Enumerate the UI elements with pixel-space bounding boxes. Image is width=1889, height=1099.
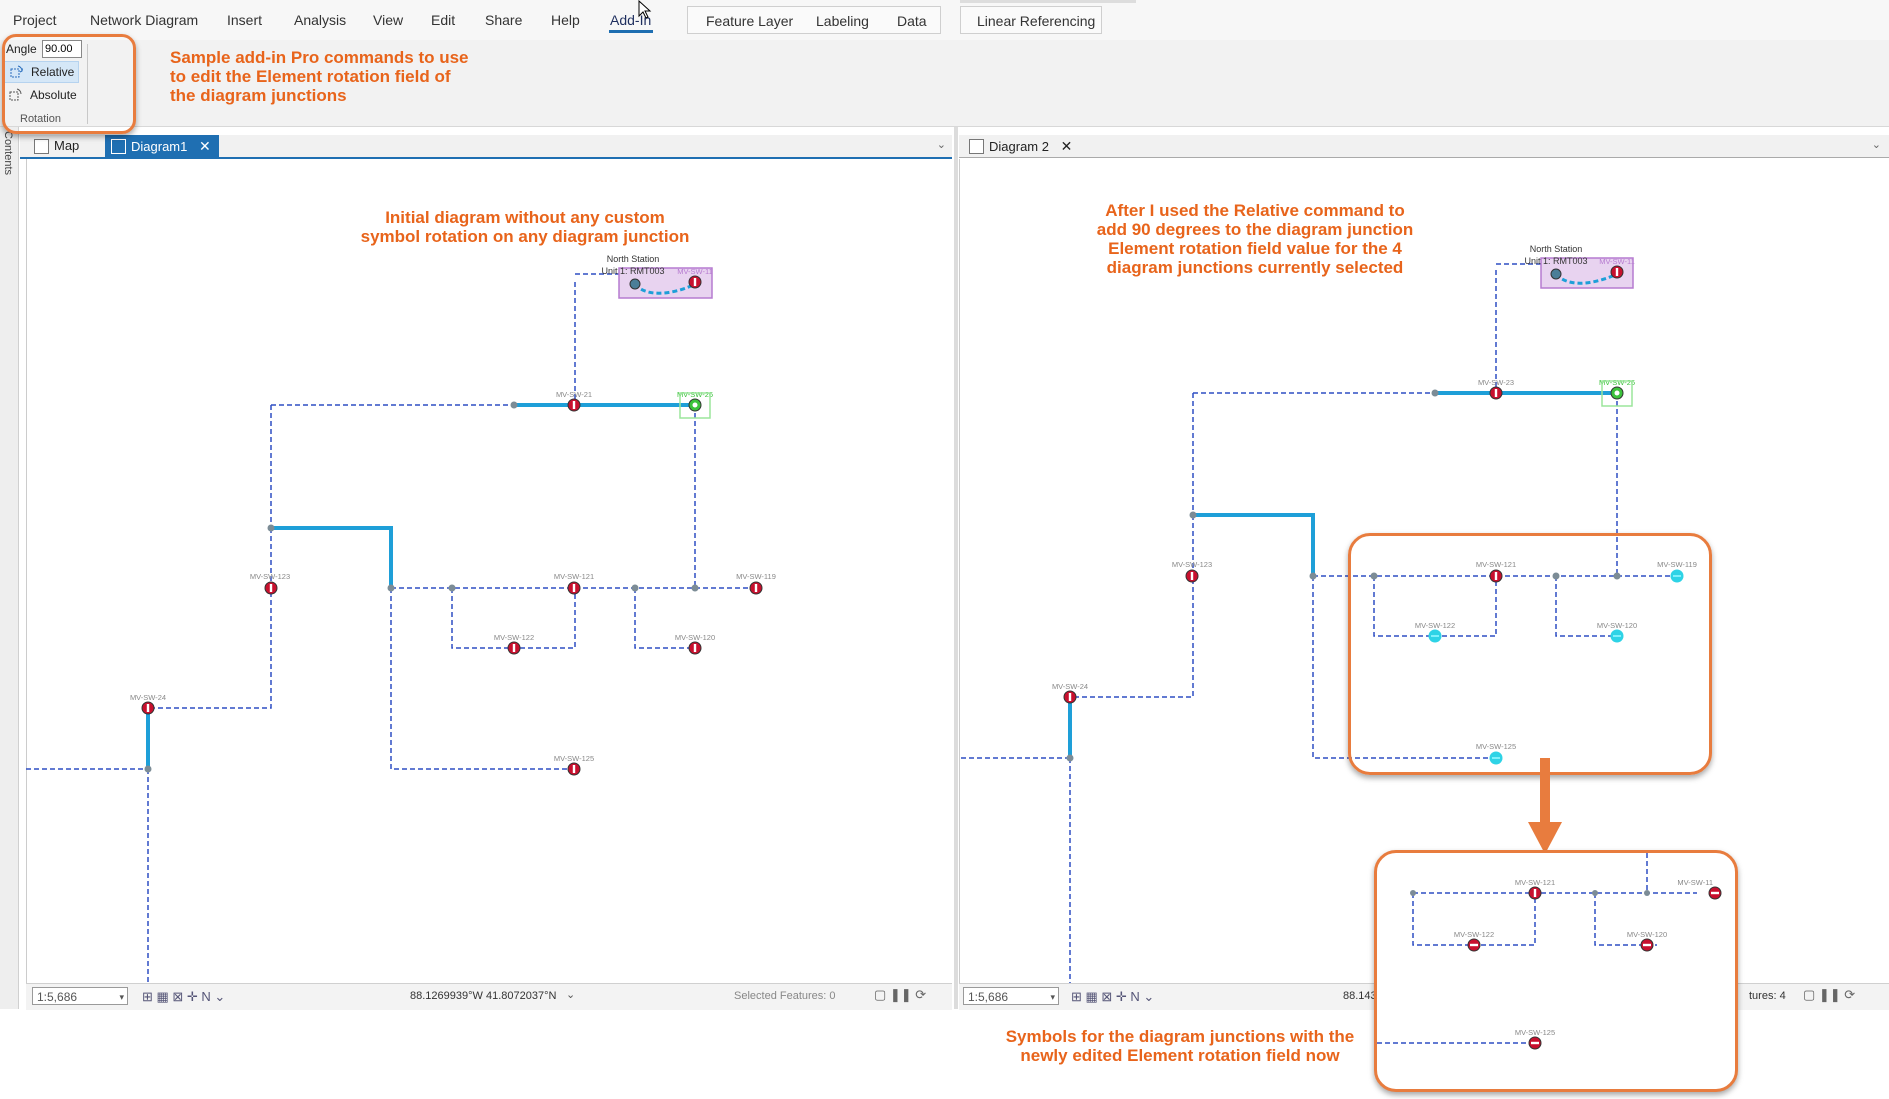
selected-features-count[interactable]: Selected Features: 0 xyxy=(734,990,836,1002)
label-sw-120: MV-SW-120 xyxy=(1627,930,1667,939)
coordinate-readout: 88.1269939°W 41.8072037°N xyxy=(410,990,556,1002)
selected-features-count[interactable]: tures: 4 xyxy=(1749,990,1786,1002)
station-name: North Station xyxy=(1530,244,1583,254)
left-diagram: North Station Unit 1: RMT003 MV-SW-21 MV… xyxy=(26,254,776,983)
scale-value: 1:5,686 xyxy=(37,990,77,1004)
junction-sw-26[interactable] xyxy=(1611,387,1623,399)
junction-sw-119-rotated xyxy=(1709,887,1721,899)
junction-station-sw[interactable] xyxy=(689,276,701,288)
junction-sw-121[interactable] xyxy=(568,582,580,594)
chevron-down-icon[interactable]: ⌄ xyxy=(566,988,575,1001)
map-tools-icons[interactable]: ⊞ ▦ ⊠ ✛ N ⌄ xyxy=(142,989,225,1005)
label-sw-125: MV-SW-125 xyxy=(1515,1028,1555,1037)
label-sw-24: MV-SW-24 xyxy=(1052,682,1088,691)
junction-sw-120-rotated xyxy=(1641,939,1653,951)
callout-initial-diagram: Initial diagram without any customsymbol… xyxy=(300,208,750,246)
junction-sw-24[interactable] xyxy=(142,702,154,714)
coordinate-readout: 88.143 xyxy=(1343,990,1377,1002)
rotation-group-highlight-frame xyxy=(2,34,136,134)
junction-sw-120[interactable] xyxy=(689,642,701,654)
junction-station-sw[interactable] xyxy=(1611,266,1623,278)
label-sw-11: MV-SW-11 xyxy=(1677,878,1713,887)
chevron-down-icon: ▾ xyxy=(1050,988,1055,1006)
junction-sw-123[interactable] xyxy=(1186,570,1198,582)
label-station-sw: MV-SW-11 xyxy=(677,267,713,276)
label-sw-26: MV-SW-26 xyxy=(1599,378,1635,387)
junction-sw-123[interactable] xyxy=(265,582,277,594)
junction-sw-21[interactable] xyxy=(568,399,580,411)
bold-edges xyxy=(148,405,695,769)
map-tools-icons[interactable]: ⊞ ▦ ⊠ ✛ N ⌄ xyxy=(1071,989,1154,1005)
dashed-edges xyxy=(26,274,756,983)
label-station-sw: MV-SW-11 xyxy=(1599,257,1635,266)
label-sw-122: MV-SW-122 xyxy=(494,633,534,642)
label-sw-123: MV-SW-123 xyxy=(1172,560,1212,569)
label-sw-119: MV-SW-119 xyxy=(736,572,776,581)
callout-after-relative: After I used the Relative command toadd … xyxy=(1060,201,1450,277)
label-sw-123: MV-SW-123 xyxy=(250,572,290,581)
callout-addin: Sample add-in Pro commands to useto edit… xyxy=(170,48,469,105)
down-arrow-icon xyxy=(1520,758,1570,858)
switch-junctions xyxy=(142,276,762,775)
zoomed-symbols-frame: MV-SW-121 MV-SW-122 MV-SW-120 MV-SW-125 … xyxy=(1374,850,1738,1092)
station-name: North Station xyxy=(607,254,660,264)
left-status-bar: 1:5,686 ▾ ⊞ ▦ ⊠ ✛ N ⌄ 88.1269939°W 41.80… xyxy=(26,983,952,1010)
refresh-control-icons[interactable]: ▢ ❚❚ ⟳ xyxy=(874,987,926,1003)
junction-sw-125-rotated xyxy=(1529,1037,1541,1049)
station-unit: Unit 1: RMT003 xyxy=(601,266,664,276)
label-sw-120: MV-SW-120 xyxy=(675,633,715,642)
chevron-down-icon: ▾ xyxy=(119,988,124,1006)
junction-sw-24[interactable] xyxy=(1064,691,1076,703)
junction-sw-23[interactable] xyxy=(1490,387,1502,399)
label-sw-23: MV-SW-23 xyxy=(1478,378,1514,387)
junction-sw-26[interactable] xyxy=(689,399,701,411)
label-sw-24: MV-SW-24 xyxy=(130,693,166,702)
junction-sw-121-rotated xyxy=(1529,887,1541,899)
label-sw-21: MV-SW-21 xyxy=(556,390,592,399)
junction-sw-119[interactable] xyxy=(750,582,762,594)
refresh-control-icons[interactable]: ▢ ❚❚ ⟳ xyxy=(1803,987,1855,1003)
station-unit: Unit 1: RMT003 xyxy=(1524,256,1587,266)
small-junctions xyxy=(145,402,699,773)
label-sw-125: MV-SW-125 xyxy=(554,754,594,763)
zoomed-symbols-diagram: MV-SW-121 MV-SW-122 MV-SW-120 MV-SW-125 … xyxy=(1377,853,1729,1083)
callout-symbols: Symbols for the diagram junctions with t… xyxy=(980,1027,1380,1065)
scale-selector[interactable]: 1:5,686 ▾ xyxy=(963,987,1059,1005)
label-sw-121: MV-SW-121 xyxy=(554,572,594,581)
scale-value: 1:5,686 xyxy=(968,990,1008,1004)
label-sw-122: MV-SW-122 xyxy=(1454,930,1494,939)
junction-sw-122[interactable] xyxy=(508,642,520,654)
scale-selector[interactable]: 1:5,686 ▾ xyxy=(32,987,128,1005)
junction-sw-125[interactable] xyxy=(568,763,580,775)
junction-sw-122-rotated xyxy=(1468,939,1480,951)
label-sw-121: MV-SW-121 xyxy=(1515,878,1555,887)
label-sw-26: MV-SW-26 xyxy=(677,390,713,399)
selected-junctions-frame xyxy=(1348,533,1712,775)
